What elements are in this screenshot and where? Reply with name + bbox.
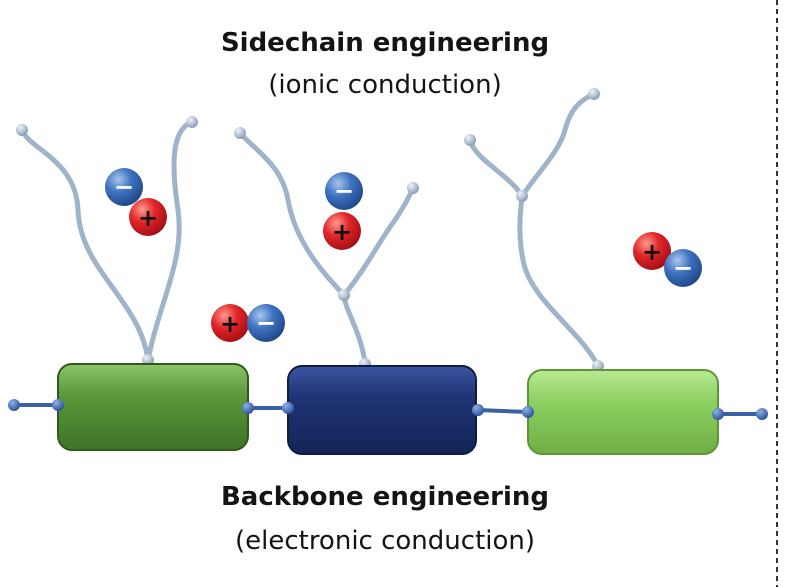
cation-symbol: + [138, 204, 158, 232]
ion-pair-3: + − [211, 304, 285, 342]
backbone-block-left [57, 363, 249, 451]
ion-pair-4: + − [633, 232, 702, 287]
sidechain-title: Sidechain engineering [220, 28, 550, 58]
anion-symbol: − [334, 177, 354, 205]
cation-icon [633, 232, 671, 270]
cation-symbol: + [220, 310, 240, 338]
sidechain-subtitle: (ionic conduction) [268, 70, 502, 100]
ion-pair-2: − + [323, 172, 363, 250]
anion-symbol: − [256, 309, 276, 337]
sidechains [19, 91, 601, 369]
ion-pair-1: − + [105, 168, 167, 236]
backbone-beads [8, 399, 768, 420]
cation-symbol: + [642, 238, 662, 266]
anion-symbol: − [673, 254, 693, 282]
cation-icon [211, 304, 249, 342]
anion-icon [247, 304, 285, 342]
anion-icon [105, 168, 143, 206]
anion-symbol: − [114, 173, 134, 201]
anion-icon [664, 249, 702, 287]
backbone-block-right [527, 369, 719, 455]
backbone-subtitle: (electronic conduction) [234, 526, 536, 556]
anion-icon [325, 172, 363, 210]
backbone-title: Backbone engineering [220, 482, 550, 512]
backbone-block-middle [287, 365, 477, 455]
cation-symbol: + [332, 218, 352, 246]
cation-icon [323, 212, 361, 250]
sidechain-nodes [16, 88, 604, 372]
cation-icon [129, 198, 167, 236]
